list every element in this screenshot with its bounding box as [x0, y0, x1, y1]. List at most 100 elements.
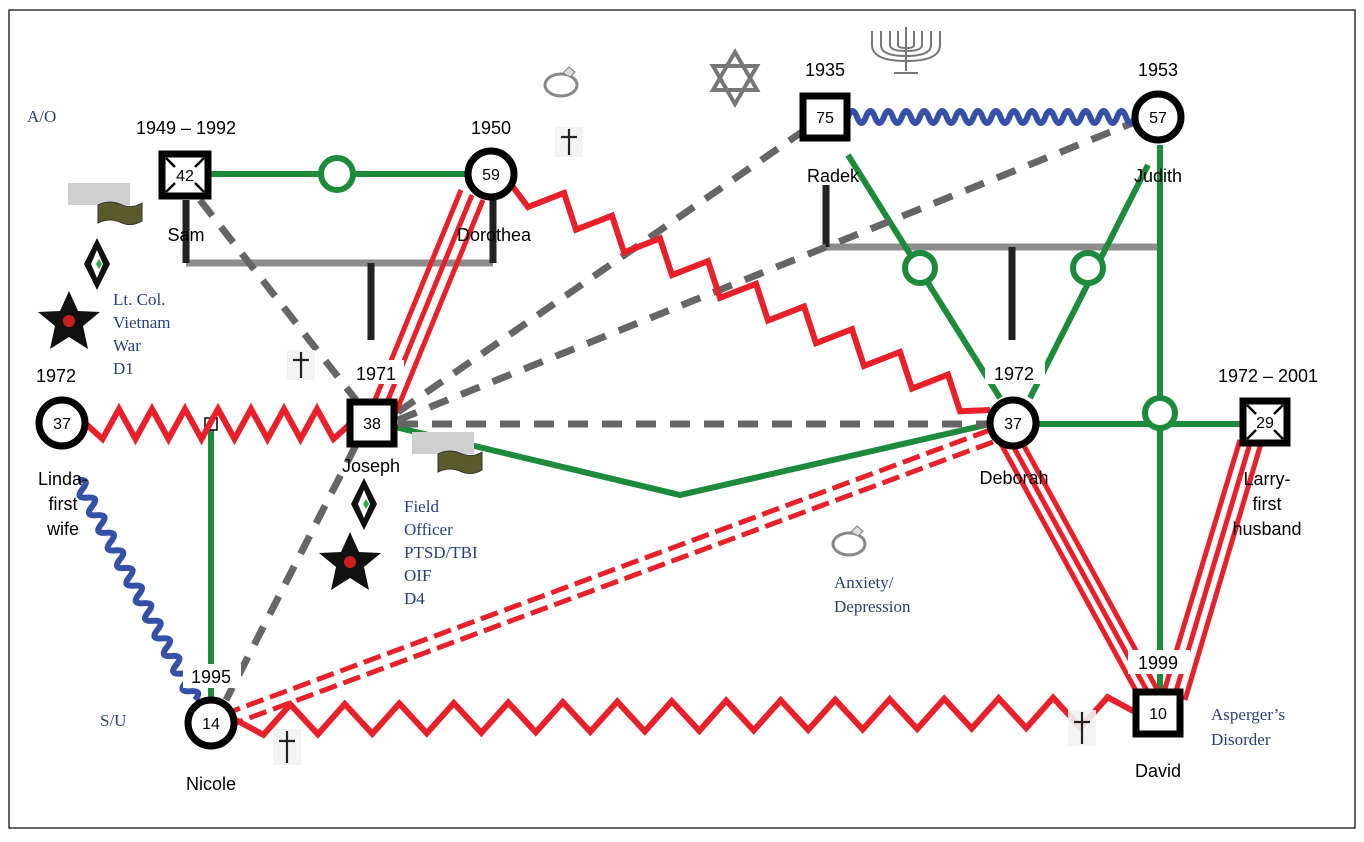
person-david[interactable]: 10: [1132, 688, 1184, 738]
name-label-larry-2: first: [1253, 494, 1282, 514]
person-radek[interactable]: 75: [799, 92, 851, 142]
relationship-lines: [76, 108, 1265, 739]
name-label-david: David: [1135, 761, 1181, 781]
person-labels: 1949 – 1992 Sam 1950 Dorothea 1935 Radek…: [36, 60, 1318, 794]
male-symbol: [346, 398, 398, 448]
person-joseph[interactable]: 38: [346, 398, 398, 448]
person-larry[interactable]: 29: [1239, 397, 1291, 447]
conflict-dorothea-deborah: [507, 181, 991, 415]
hostile-linda-nicole: [76, 476, 202, 702]
deborah-note-1: Anxiety/: [834, 573, 894, 592]
deceased-marker: [165, 157, 205, 193]
deceased-marker: [1246, 404, 1284, 440]
note-su: S/U: [100, 711, 126, 730]
name-label-linda-1: Linda-: [38, 469, 88, 489]
david-note-1: Asperger’s: [1211, 705, 1285, 724]
year-label-radek: 1935: [805, 60, 845, 80]
year-label-sam: 1949 – 1992: [136, 118, 236, 138]
distant-joseph-nicole: [222, 443, 360, 702]
name-label-larry-3: husband: [1232, 519, 1301, 539]
year-label-linda: 1972: [36, 366, 76, 386]
deborah-note-2: Depression: [834, 597, 911, 616]
female-symbol: [464, 147, 518, 201]
name-label-linda-2: first: [49, 494, 78, 514]
female-symbol: [1131, 90, 1185, 144]
star-of-david-icon: [709, 48, 761, 108]
note-ao: A/O: [27, 107, 56, 126]
name-label-radek: Radek: [807, 166, 860, 186]
david-note-2: Disorder: [1211, 730, 1271, 749]
military-star-icon: [38, 291, 100, 349]
year-label-deborah: 1972: [994, 364, 1034, 384]
name-label-sam: Sam: [167, 225, 204, 245]
joseph-note-3: PTSD/TBI: [404, 543, 478, 562]
age-label: 37: [1004, 416, 1022, 433]
cross-icon: [273, 729, 301, 765]
name-label-nicole: Nicole: [186, 774, 236, 794]
harmonious-node-radek-deborah: [902, 250, 938, 286]
ring-icon: [831, 525, 867, 557]
sam-note-4: D1: [113, 359, 134, 378]
joseph-note-4: OIF: [404, 566, 431, 585]
joseph-note-2: Officer: [404, 520, 453, 539]
person-deborah[interactable]: 37: [986, 396, 1040, 450]
military-flag-icon: [68, 183, 143, 226]
menorah-icon: [871, 27, 941, 74]
distant-sam-joseph: [197, 197, 359, 403]
age-label: 29: [1256, 415, 1274, 432]
fused-conflict-deborah-nicole: [229, 427, 994, 727]
name-label-larry-1: Larry-: [1243, 469, 1290, 489]
military-diamond-icon: [351, 478, 377, 530]
age-label: 57: [1149, 110, 1167, 127]
name-label-dorothea: Dorothea: [457, 225, 532, 245]
joseph-note-5: D4: [404, 589, 425, 608]
military-flag-icon: [412, 432, 483, 475]
year-label-david: 1999: [1138, 653, 1178, 673]
year-label-larry: 1972 – 2001: [1218, 366, 1318, 386]
conflict-linda-joseph: [83, 402, 353, 446]
harmonious-node-sam-dorothea: [318, 155, 356, 193]
name-label-judith: Judith: [1134, 166, 1182, 186]
name-label-joseph: Joseph: [342, 456, 400, 476]
female-symbol: [35, 396, 89, 450]
person-symbols: 42 59 75 57 37 38 37: [35, 90, 1291, 750]
harmonious-node-judith-deborah: [1070, 250, 1106, 286]
age-label: 38: [363, 416, 381, 433]
harmonious-node-deborah-larry: [1142, 395, 1178, 431]
hostile-radek-judith: [845, 108, 1138, 126]
sam-note-2: Vietnam: [113, 313, 171, 332]
age-label: 59: [482, 167, 500, 184]
diagram-frame: [8, 9, 1356, 829]
icons: [38, 27, 1096, 765]
military-star-icon: [319, 532, 381, 590]
age-label: 10: [1149, 706, 1167, 723]
conflict-nicole-david: [234, 693, 1137, 739]
harmonious-joseph-deborah: [394, 421, 991, 499]
male-symbol: [1132, 688, 1184, 738]
person-sam[interactable]: 42: [158, 150, 212, 200]
year-label-judith: 1953: [1138, 60, 1178, 80]
annotations: A/O S/U Lt. Col. Vietnam War D1 Field Of…: [27, 107, 1285, 749]
joseph-note-1: Field: [404, 497, 439, 516]
sam-note-3: War: [113, 336, 141, 355]
person-linda[interactable]: 37: [35, 396, 89, 450]
ring-icon: [543, 66, 579, 98]
person-dorothea[interactable]: 59: [464, 147, 518, 201]
person-nicole[interactable]: 14: [184, 696, 238, 750]
age-label: 37: [53, 416, 71, 433]
distant-joseph-radek: [396, 122, 814, 415]
military-diamond-icon: [84, 238, 110, 290]
year-label-nicole: 1995: [191, 667, 231, 687]
name-label-deborah: Deborah: [979, 468, 1048, 488]
person-judith[interactable]: 57: [1131, 90, 1185, 144]
year-label-joseph: 1971: [356, 364, 396, 384]
sam-note-1: Lt. Col.: [113, 290, 165, 309]
cross-icon: [555, 127, 583, 157]
year-label-dorothea: 1950: [471, 118, 511, 138]
age-label: 42: [176, 168, 194, 185]
cross-icon: [287, 350, 315, 380]
age-label: 14: [202, 716, 220, 733]
female-symbol: [184, 696, 238, 750]
name-label-linda-3: wife: [46, 519, 79, 539]
